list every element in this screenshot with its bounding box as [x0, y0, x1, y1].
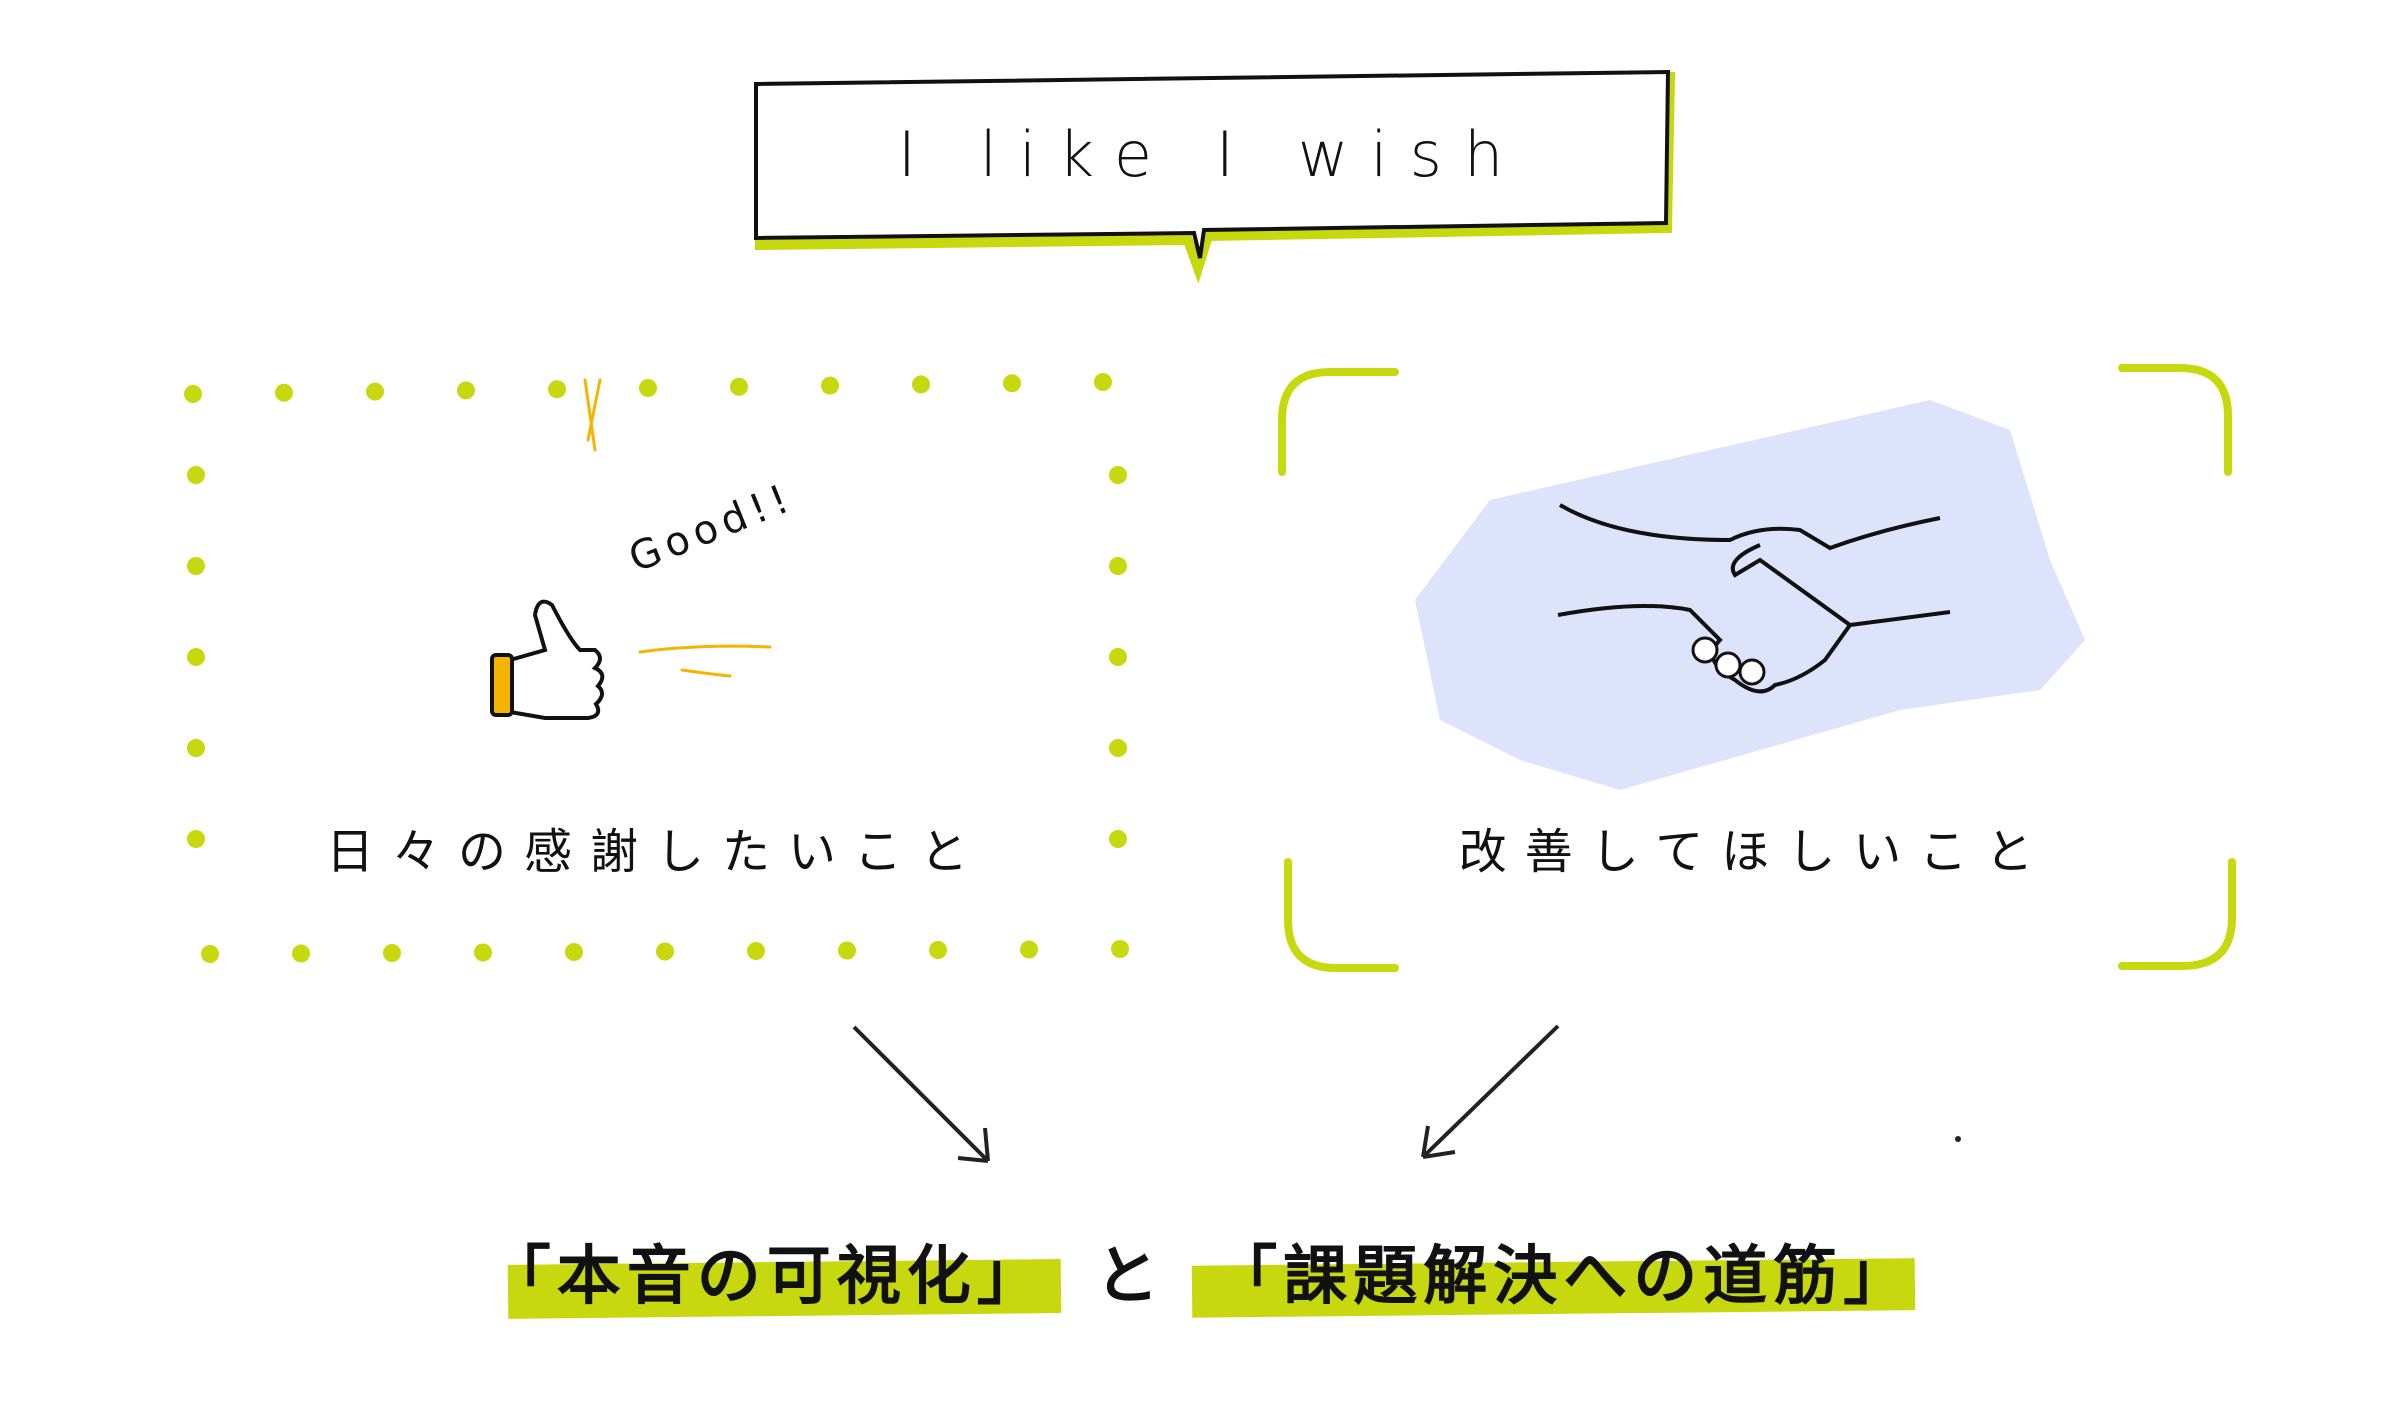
frame-dot [187, 830, 205, 848]
frame-dot [747, 942, 765, 960]
frame-dot [201, 945, 219, 963]
frame-dot [187, 466, 205, 484]
frame-dot [292, 944, 310, 963]
title-speech-bubble [754, 69, 1676, 284]
highlight-left [507, 1259, 1062, 1319]
wish-card-label: 改善してほしいこと [1458, 824, 2052, 880]
frame-dot [187, 739, 205, 757]
frame-dot [1109, 830, 1127, 848]
frame-dot [838, 941, 856, 960]
title-text: I like I wish [897, 117, 1526, 191]
frame-dot [474, 943, 492, 962]
frame-dot [1020, 940, 1038, 959]
frame-dot [457, 381, 475, 400]
frame-dot [275, 383, 293, 402]
handshake-icon [1415, 400, 2085, 790]
frame-dot [548, 380, 566, 399]
frame-dot [187, 648, 205, 666]
frame-dot [1094, 373, 1112, 391]
conclusion-part2: 「課題解決への道筋」 [1213, 1240, 1914, 1314]
frame-dot [912, 375, 930, 394]
conclusion-text: 「本音の可視化」 と 「課題解決への道筋」 [0, 1225, 2400, 1317]
like-card-label: 日々の感謝したいこと [325, 824, 986, 880]
frame-dot [1109, 739, 1127, 757]
frame-dot [929, 941, 947, 959]
frame-dot [1109, 466, 1127, 484]
frame-dot [383, 944, 401, 962]
frame-dot [730, 377, 748, 396]
frame-dot [821, 376, 839, 395]
arrow-right-to-center [1421, 1024, 1560, 1159]
arrow-left-to-center [852, 1025, 990, 1163]
frame-dot [184, 385, 202, 403]
thumbs-up-icon [490, 378, 772, 720]
bracket-frame [1278, 364, 2236, 972]
frame-dot [656, 942, 674, 961]
frame-dot [565, 943, 583, 961]
frame-dot [1003, 374, 1021, 393]
stray-dot [1955, 1136, 1961, 1142]
dotted-frame [184, 373, 1129, 963]
frame-dot [187, 557, 205, 575]
frame-dot [1111, 940, 1129, 958]
conclusion-part1: 「本音の可視化」 [486, 1240, 1047, 1314]
frame-dot [1109, 648, 1127, 666]
conclusion-connector: と [1095, 1240, 1165, 1314]
highlight-right [1191, 1258, 1916, 1318]
frame-dot [1109, 557, 1127, 575]
frame-dot [366, 382, 384, 401]
frame-dot [639, 379, 657, 397]
